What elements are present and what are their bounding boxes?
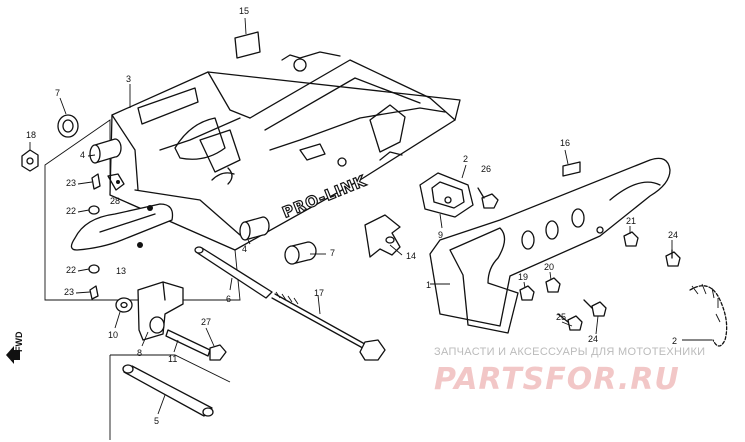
- callout-18: 18: [26, 130, 36, 140]
- watermark-logo: PARTSFOR.RU: [434, 362, 680, 397]
- leader-lines: [29, 142, 712, 415]
- case-nut-21: [623, 231, 639, 247]
- callout-9: 9: [438, 230, 443, 240]
- callout-5: 5: [154, 416, 159, 426]
- callout-24: 24: [668, 230, 678, 240]
- callout-10: 10: [108, 330, 118, 340]
- hex-nut: [21, 149, 39, 172]
- washer: [115, 297, 133, 313]
- guide-bolt: [477, 187, 499, 209]
- callout-26: 26: [481, 164, 491, 174]
- callout-4-lower: 4: [242, 244, 247, 254]
- callout-13: 13: [116, 266, 126, 276]
- small-pin-lower: [89, 285, 99, 300]
- case-nut-19: [519, 285, 535, 301]
- pivot-bushing-lower: [239, 216, 270, 241]
- group-outline: [44, 119, 241, 301]
- callout-28: 28: [110, 196, 120, 206]
- chain-case: [429, 157, 671, 334]
- part-label-plate: [234, 17, 261, 59]
- dust-seal: [284, 241, 317, 265]
- callout-21: 21: [626, 216, 636, 226]
- swingarm-decal: [129, 84, 199, 125]
- callout-8: 8: [137, 348, 142, 358]
- small-nut: [88, 205, 100, 215]
- chain-slider: [70, 203, 174, 251]
- case-bolts: [557, 249, 681, 331]
- callout-27: 27: [201, 317, 211, 327]
- callout-19: 19: [518, 272, 528, 282]
- callout-25: 25: [556, 312, 566, 322]
- small-nut-lower: [88, 264, 100, 274]
- pivot-bolt: [271, 291, 386, 361]
- adjuster-bolt: [165, 329, 227, 361]
- callout-16: 16: [560, 138, 570, 148]
- callout-7: 7: [55, 88, 60, 98]
- axle-adjuster: [137, 281, 184, 341]
- oil-seal: [57, 97, 79, 138]
- callout-6: 6: [226, 294, 231, 304]
- callout-14: 14: [406, 251, 416, 261]
- callout-11: 11: [168, 354, 177, 364]
- callout-2-chain: 2: [672, 336, 677, 346]
- watermark-caption: ЗАПЧАСТИ И АКСЕССУАРЫ ДЛЯ МОТОТЕХНИКИ: [434, 346, 706, 358]
- drive-chain: [689, 283, 728, 347]
- callout-22-lower: 22: [66, 265, 76, 275]
- callout-20: 20: [544, 262, 554, 272]
- callout-7-lower: 7: [330, 248, 335, 258]
- callout-17: 17: [314, 288, 324, 298]
- pivot-shaft: [194, 246, 273, 299]
- forward-arrow: FWD: [6, 331, 24, 364]
- callout-23: 23: [66, 178, 76, 188]
- pivot-bushing: [89, 138, 122, 164]
- callout-15: 15: [239, 6, 249, 16]
- callout-4: 4: [80, 150, 85, 160]
- case-decal: [562, 161, 581, 177]
- brake-bracket: [364, 214, 401, 258]
- callout-3: 3: [126, 74, 131, 84]
- callout-22: 22: [66, 206, 76, 216]
- case-nut-20: [545, 277, 561, 293]
- callout-2: 2: [463, 154, 468, 164]
- chain-guide-plate: [419, 172, 474, 218]
- callouts: 15 3 7 18 4 23 28 22 22 13 23 4 7 6 10 8…: [26, 6, 678, 426]
- callout-23-lower: 23: [64, 287, 74, 297]
- chain-guide-pin: [91, 173, 125, 191]
- callout-24-lower: 24: [588, 334, 598, 344]
- callout-1: 1: [426, 280, 431, 290]
- axle-rod: [109, 354, 231, 440]
- fwd-label: FWD: [14, 331, 24, 352]
